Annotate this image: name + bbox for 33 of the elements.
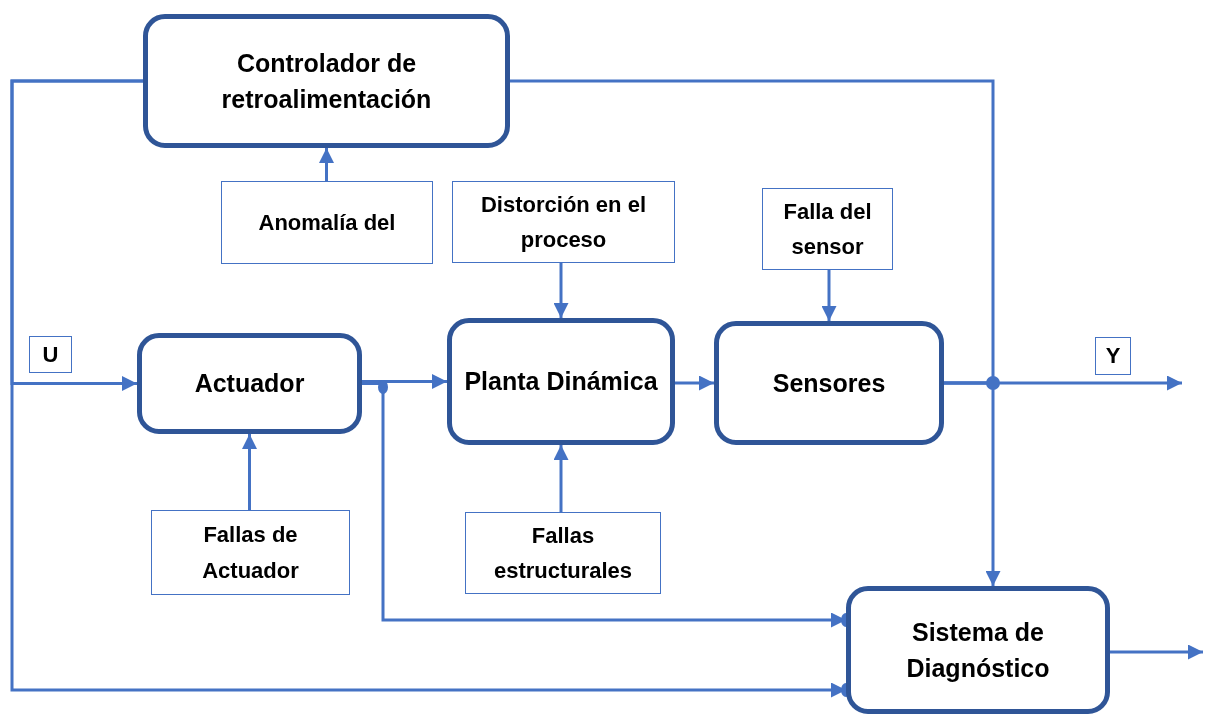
box-label: Anomalía del [257,208,397,237]
arrow [821,270,837,321]
box-label: U [41,340,60,369]
text-box [762,188,893,270]
text-box [1095,337,1131,375]
arrow [362,374,447,389]
text-box [452,181,675,263]
box-label: Actuador [193,368,306,400]
process-box [137,333,362,434]
process-box [143,14,510,148]
arrow [242,434,257,510]
arrow [553,445,569,512]
box-label: Fallas de Actuador [201,521,300,585]
box-label: Fallas estructurales [492,521,634,585]
process-box [846,586,1110,714]
arrow [553,263,569,318]
box-label: Distorción en el proceso [479,190,647,254]
process-box [714,321,944,445]
box-label: Sensores [771,367,887,399]
box-label: Controlador de retroalimentación [220,47,433,115]
text-box [465,512,661,594]
process-box [447,318,675,445]
text-box [29,336,72,373]
arrow [675,375,714,391]
text-box [221,181,433,264]
arrow [319,148,334,181]
arrow [1110,644,1203,660]
box-label: Falla del sensor [782,197,873,261]
box-label: Y [1104,342,1122,371]
arrow [944,375,1182,391]
box-label: Planta Dinámica [463,366,659,398]
text-box [151,510,350,595]
box-label: Sistema de Diagnóstico [905,616,1051,684]
